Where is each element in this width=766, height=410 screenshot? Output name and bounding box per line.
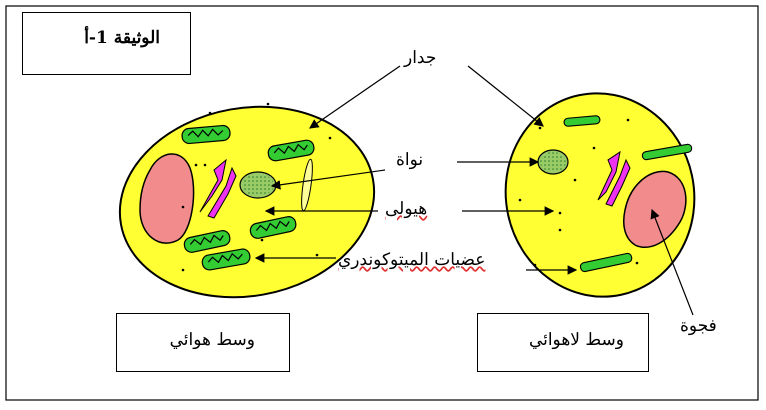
aerobic-granules — [181, 102, 332, 272]
aerobic-cell — [118, 102, 376, 299]
figure-frame — [5, 5, 759, 401]
label-cytoplasm: هيولى — [385, 199, 428, 219]
aerobic-vacuole — [139, 153, 195, 244]
aerobic-golgi — [199, 158, 237, 219]
anaerobic-golgi — [597, 150, 631, 207]
document-tag: الوثيقة 1-أ — [84, 28, 160, 48]
aerobic-condition-label: وسط هوائي — [169, 330, 255, 350]
label-vacuole: فجوة — [680, 316, 717, 336]
anaerobic-nucleus-texture — [540, 152, 566, 172]
aerobic-condition-box: وسط هوائي — [116, 313, 290, 372]
anaerobic-mitochondria — [563, 115, 693, 273]
anaerobic-condition-box: وسط لاهوائي — [477, 313, 649, 372]
arrow-wall-left — [309, 65, 401, 129]
arrow-nucleus-left — [270, 169, 386, 190]
label-nucleus: نواة — [396, 150, 424, 170]
document-tag-box: الوثيقة 1-أ — [22, 12, 191, 75]
label-mitochondria: عضيات الميتوكوندري — [338, 250, 486, 270]
arrow-wall-right — [467, 65, 544, 127]
arrow-vacuole — [650, 208, 694, 316]
anaerobic-condition-label: وسط لاهوائي — [528, 330, 624, 350]
label-wall: جدار — [404, 48, 437, 68]
annotation-arrows — [254, 65, 694, 316]
anaerobic-cell — [504, 92, 696, 298]
aerobic-mitochondria — [181, 124, 315, 271]
aerobic-nucleus-texture — [242, 174, 274, 196]
anaerobic-granules — [518, 118, 639, 267]
